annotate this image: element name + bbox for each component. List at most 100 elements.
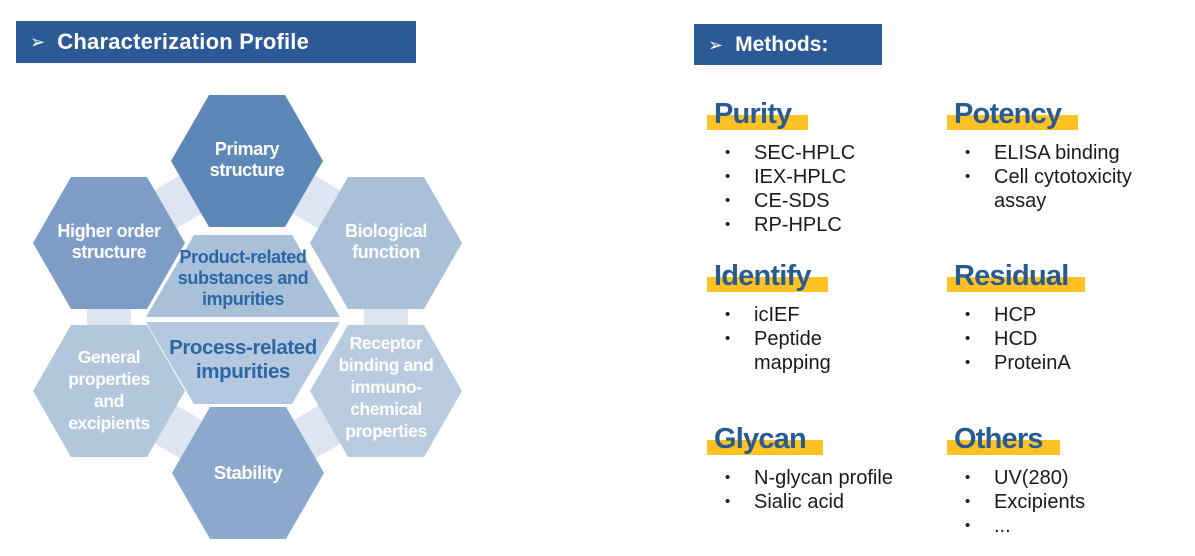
hexagon-label-receptor-binding-properties: chemical (350, 399, 422, 419)
list-item: •Sialic acid (712, 490, 947, 514)
list-item-text: N-glycan profile (754, 467, 893, 489)
list-item: • Peptide mapping (712, 327, 947, 375)
bullet-icon: • (965, 354, 971, 371)
hexagon-label-general-properties-excipients: and (94, 391, 124, 411)
section-others: Others • UV(280) • Excipients •... (947, 422, 1187, 538)
center-label-product-related-substances-and-impurities: Product-related (179, 247, 306, 267)
section-potency: Potency • ELISA binding • Cell cytotoxicit… (946, 97, 1187, 213)
list-item-text: IEX-HPLC (754, 166, 847, 188)
hexagon-label-receptor-binding-properties: Receptor (350, 333, 423, 353)
list-item: • N-glycan profile (712, 466, 947, 490)
bullet-icon: • (965, 144, 971, 161)
hexagon-shape (310, 325, 462, 457)
section-identify: Identify • icIEF • Peptide mapping (707, 259, 947, 375)
center-label-product-related-substances-and-impurities: impurities (202, 289, 284, 309)
list-item: • IEX-HPLC (712, 165, 947, 189)
bullet-icon: • (965, 306, 971, 323)
bullet-icon: • (725, 192, 731, 209)
section-heading-purity: Purity (706, 98, 809, 130)
section-heading-others: Others (947, 423, 1060, 455)
bullet-icon: • (965, 469, 971, 486)
hexagon-label-primary-structure: structure (210, 160, 285, 180)
hexagon-label-receptor-binding-properties: immuno- (350, 377, 422, 397)
center-label-product-related-substances-and-impurities: substances and (178, 268, 308, 288)
center-hexagon-shape (146, 235, 340, 317)
list-item-text: ProteinA (994, 352, 1071, 374)
section-heading-potency: Potency (946, 98, 1079, 130)
list-item-text: Sialic acid (754, 491, 845, 513)
bullet-icon: • (725, 144, 731, 161)
list-item: • UV(280) (952, 466, 1187, 490)
methods-title: Methods: (735, 32, 829, 56)
list-item-text: SEC-HPLC (754, 142, 856, 164)
methods-banner: ➢ Methods: (694, 24, 882, 65)
section-heading-glycan: Glycan (707, 423, 823, 455)
hexagon-shape (172, 407, 324, 539)
hexagon-label-stability: Stability (214, 462, 283, 483)
hexagon-label-higher-order-structure: structure (72, 242, 147, 262)
list-item-text: HCP (994, 304, 1037, 326)
bullet-icon: • (725, 469, 731, 486)
hexagon-label-general-properties-excipients: properties (68, 369, 150, 389)
hexagon-label-receptor-binding-properties: properties (345, 421, 427, 441)
list-item-text: Excipients (994, 491, 1086, 513)
section-glycan: Glycan • N-glycan profile •Sialic acid (707, 422, 947, 514)
bullet-icon: • (725, 306, 731, 323)
list-item: • ELISA binding (952, 141, 1187, 165)
bullet-icon: • (725, 168, 731, 185)
center-label-process-related-impurities: Process-related (169, 336, 317, 359)
hexagon-label-biological-function: Biological (345, 221, 427, 241)
section-heading-residual: Residual (946, 260, 1087, 292)
list-item-text: HCD (994, 328, 1038, 350)
list-item: • SEC-HPLC (712, 141, 947, 165)
hexagon-label-receptor-binding-properties: binding and (339, 355, 434, 375)
list-item: • Cell cytotoxicity assay (952, 165, 1187, 213)
bullet-icon: • (965, 330, 971, 347)
list-item-text: ELISA binding (994, 142, 1120, 164)
hexagon-shape (33, 177, 185, 309)
center-label-process-related-impurities: impurities (196, 360, 290, 383)
characterization-profile-banner: ➢ Characterization Profile (16, 21, 416, 63)
bullet-icon: • (965, 493, 971, 510)
section-purity: Purity • SEC-HPLC • IEX-HPLC •CE-SDS • RP-H… (706, 97, 947, 237)
list-item-text: ... (994, 515, 1011, 537)
list-item: • HCP (952, 303, 1187, 327)
hexagon-label-biological-function: function (352, 242, 420, 262)
list-item: • ProteinA (952, 351, 1187, 375)
list-item-text: RP-HPLC (754, 214, 842, 236)
bullet-icon: • (725, 330, 731, 347)
list-item: •CE-SDS (712, 189, 947, 213)
center-hexagon-shape (146, 322, 340, 404)
hexagon-label-primary-structure: Primary (215, 139, 280, 159)
bullet-icon: • (965, 168, 971, 185)
hexagon-label-general-properties-excipients: excipients (68, 413, 150, 433)
list-item-text: icIEF (754, 304, 800, 326)
section-residual: Residual • HCP • HCD • ProteinA (946, 259, 1187, 375)
hexagon-label-general-properties-excipients: General (78, 347, 140, 367)
list-item: • HCD (952, 327, 1187, 351)
bullet-icon: • (725, 216, 731, 233)
list-item-text: Peptide mapping (754, 328, 831, 374)
list-item: • Excipients (952, 490, 1187, 514)
hexagon-label-higher-order-structure: Higher order (57, 221, 161, 241)
list-item-text: UV(280) (994, 467, 1069, 489)
list-item: • RP-HPLC (712, 213, 947, 237)
list-item-text: Cell cytotoxicity assay (994, 166, 1132, 212)
arrow-bullet-icon: ➢ (30, 32, 46, 52)
section-heading-identify: Identify (707, 260, 828, 292)
hexagon-shape (33, 325, 185, 457)
list-item: • icIEF (712, 303, 947, 327)
hexagon-shape (310, 177, 462, 309)
hexagon-shape (171, 95, 323, 227)
bullet-icon: • (965, 517, 971, 534)
hexagon-stability: Stability (172, 407, 324, 539)
